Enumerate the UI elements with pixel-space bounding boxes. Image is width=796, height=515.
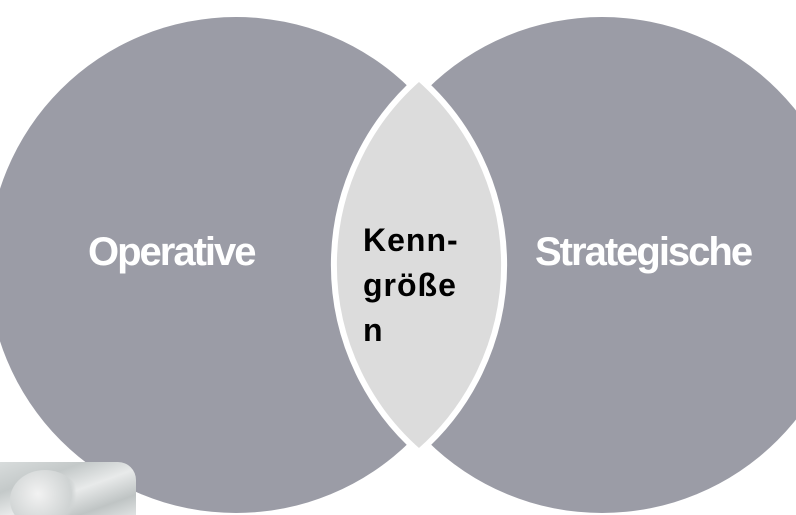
operative-circle — [0, 17, 484, 513]
operative-label: Operative — [88, 230, 257, 274]
intersection-lens — [330, 74, 508, 456]
kenngroessen-label: Kenn- größe n — [363, 222, 459, 348]
photo-fragment — [0, 462, 136, 515]
strategic-label: Strategische — [535, 230, 753, 274]
